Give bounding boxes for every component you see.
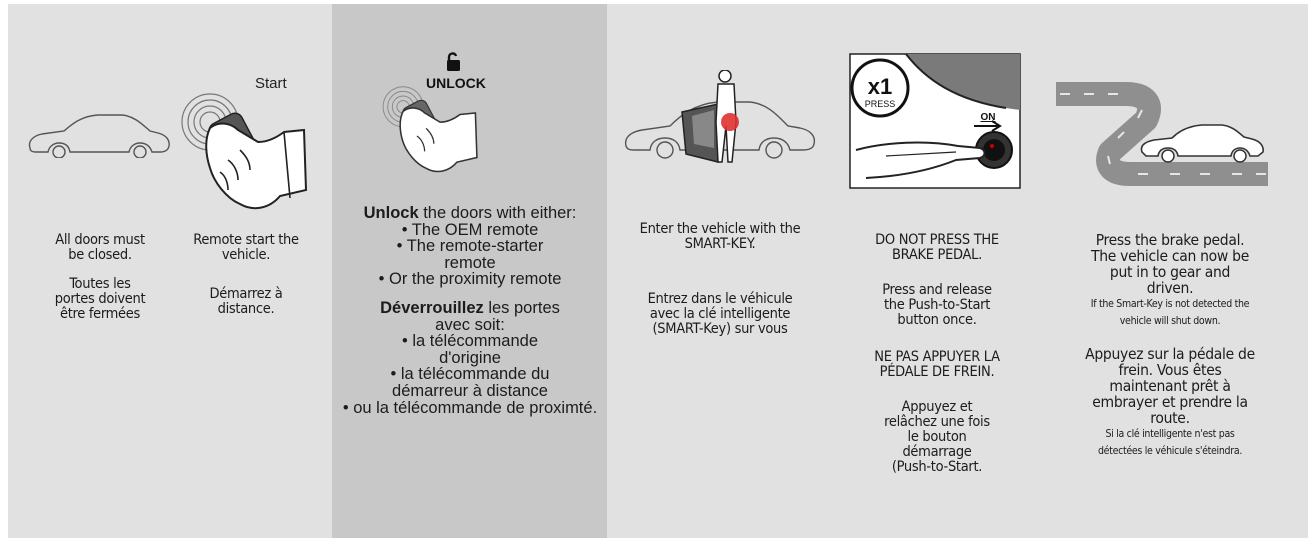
unlock-en-option-oem: • The OEM remote xyxy=(401,220,539,239)
unlock-fr-rest: les portes avec soit: xyxy=(435,298,560,334)
unlock-en-option-proximity: • Or the proximity remote xyxy=(378,270,562,289)
car-on-road-icon xyxy=(1056,82,1268,186)
on-label-text: ON xyxy=(981,112,996,123)
drive-en: Press the brake pedal. The vehicle can n… xyxy=(1091,231,1249,297)
unlock-fr-option-origin: • la télécommande d'origine xyxy=(401,332,538,367)
push-start-fr-instruction: Appuyez et relâchez une fois le bouton d… xyxy=(884,399,990,475)
push-start-fr-warning: NE PAS APPUYER LA PÉDALE DE FREIN. xyxy=(874,349,1000,380)
unlock-fr-bold: Déverrouillez xyxy=(380,298,484,317)
unlock-fr-heading: Déverrouillez les portes avec soit: xyxy=(365,300,575,333)
step-doors-text: All doors must be closed. Toutes les por… xyxy=(30,233,170,322)
step-push-start-text: DO NOT PRESS THE BRAKE PEDAL. Press and … xyxy=(852,233,1022,475)
unlock-fr-option-starter: • la télécommande du démarreur à distanc… xyxy=(390,365,550,400)
doors-fr: Toutes les portes doivent être fermées xyxy=(54,276,146,322)
unlock-en-heading: Unlock the doors with either: xyxy=(336,205,604,222)
doors-en: All doors must be closed. xyxy=(55,232,145,263)
push-start-button-icon: x1 PRESS ON xyxy=(849,53,1021,189)
drive-fr: Appuyez sur la pédale de frein. Vous ête… xyxy=(1085,345,1255,427)
press-label-text: PRESS xyxy=(865,99,896,109)
remote-unlock-hand-icon xyxy=(382,86,478,173)
enter-fr: Entrez dans le véhicule avec la clé inte… xyxy=(647,291,793,337)
car-closed-icon xyxy=(28,114,170,158)
unlock-en-rest: the doors with either: xyxy=(418,204,577,222)
push-start-en-warning: DO NOT PRESS THE BRAKE PEDAL. xyxy=(875,232,999,263)
remote-start-hand-icon xyxy=(181,93,308,210)
start-label: Start xyxy=(255,75,287,92)
unlock-en-option-starter: • The remote-starter remote xyxy=(396,237,544,272)
person-entering-car-icon xyxy=(624,70,816,163)
step-enter-text: Enter the vehicle with the SMART-KEY. En… xyxy=(618,222,822,337)
unlock-label: UNLOCK xyxy=(426,75,486,91)
drive-fr-note: Si la clé intelligente n'est pas détecté… xyxy=(1097,428,1243,457)
padlock-open-icon xyxy=(447,52,460,71)
step-unlock-text: Unlock the doors with either: • The OEM … xyxy=(336,205,604,416)
step-drive-text: Press the brake pedal. The vehicle can n… xyxy=(1060,232,1280,460)
remote-start-fr: Démarrez à distance. xyxy=(209,286,283,317)
unlock-en-bold: Unlock xyxy=(363,204,419,222)
enter-en: Enter the vehicle with the SMART-KEY. xyxy=(639,221,801,252)
push-start-en-instruction: Press and release the Push-to-Start butt… xyxy=(882,282,992,328)
press-count-text: x1 xyxy=(868,74,892,99)
remote-start-en: Remote start the vehicle. xyxy=(193,232,299,263)
unlock-panel-background xyxy=(332,4,607,538)
unlock-fr-option-proximity: • ou la télécommande de proximté. xyxy=(342,398,598,417)
drive-en-note: If the Smart-Key is not detected the veh… xyxy=(1090,298,1250,327)
step-remote-start-text: Remote start the vehicle. Démarrez à dis… xyxy=(180,233,312,317)
